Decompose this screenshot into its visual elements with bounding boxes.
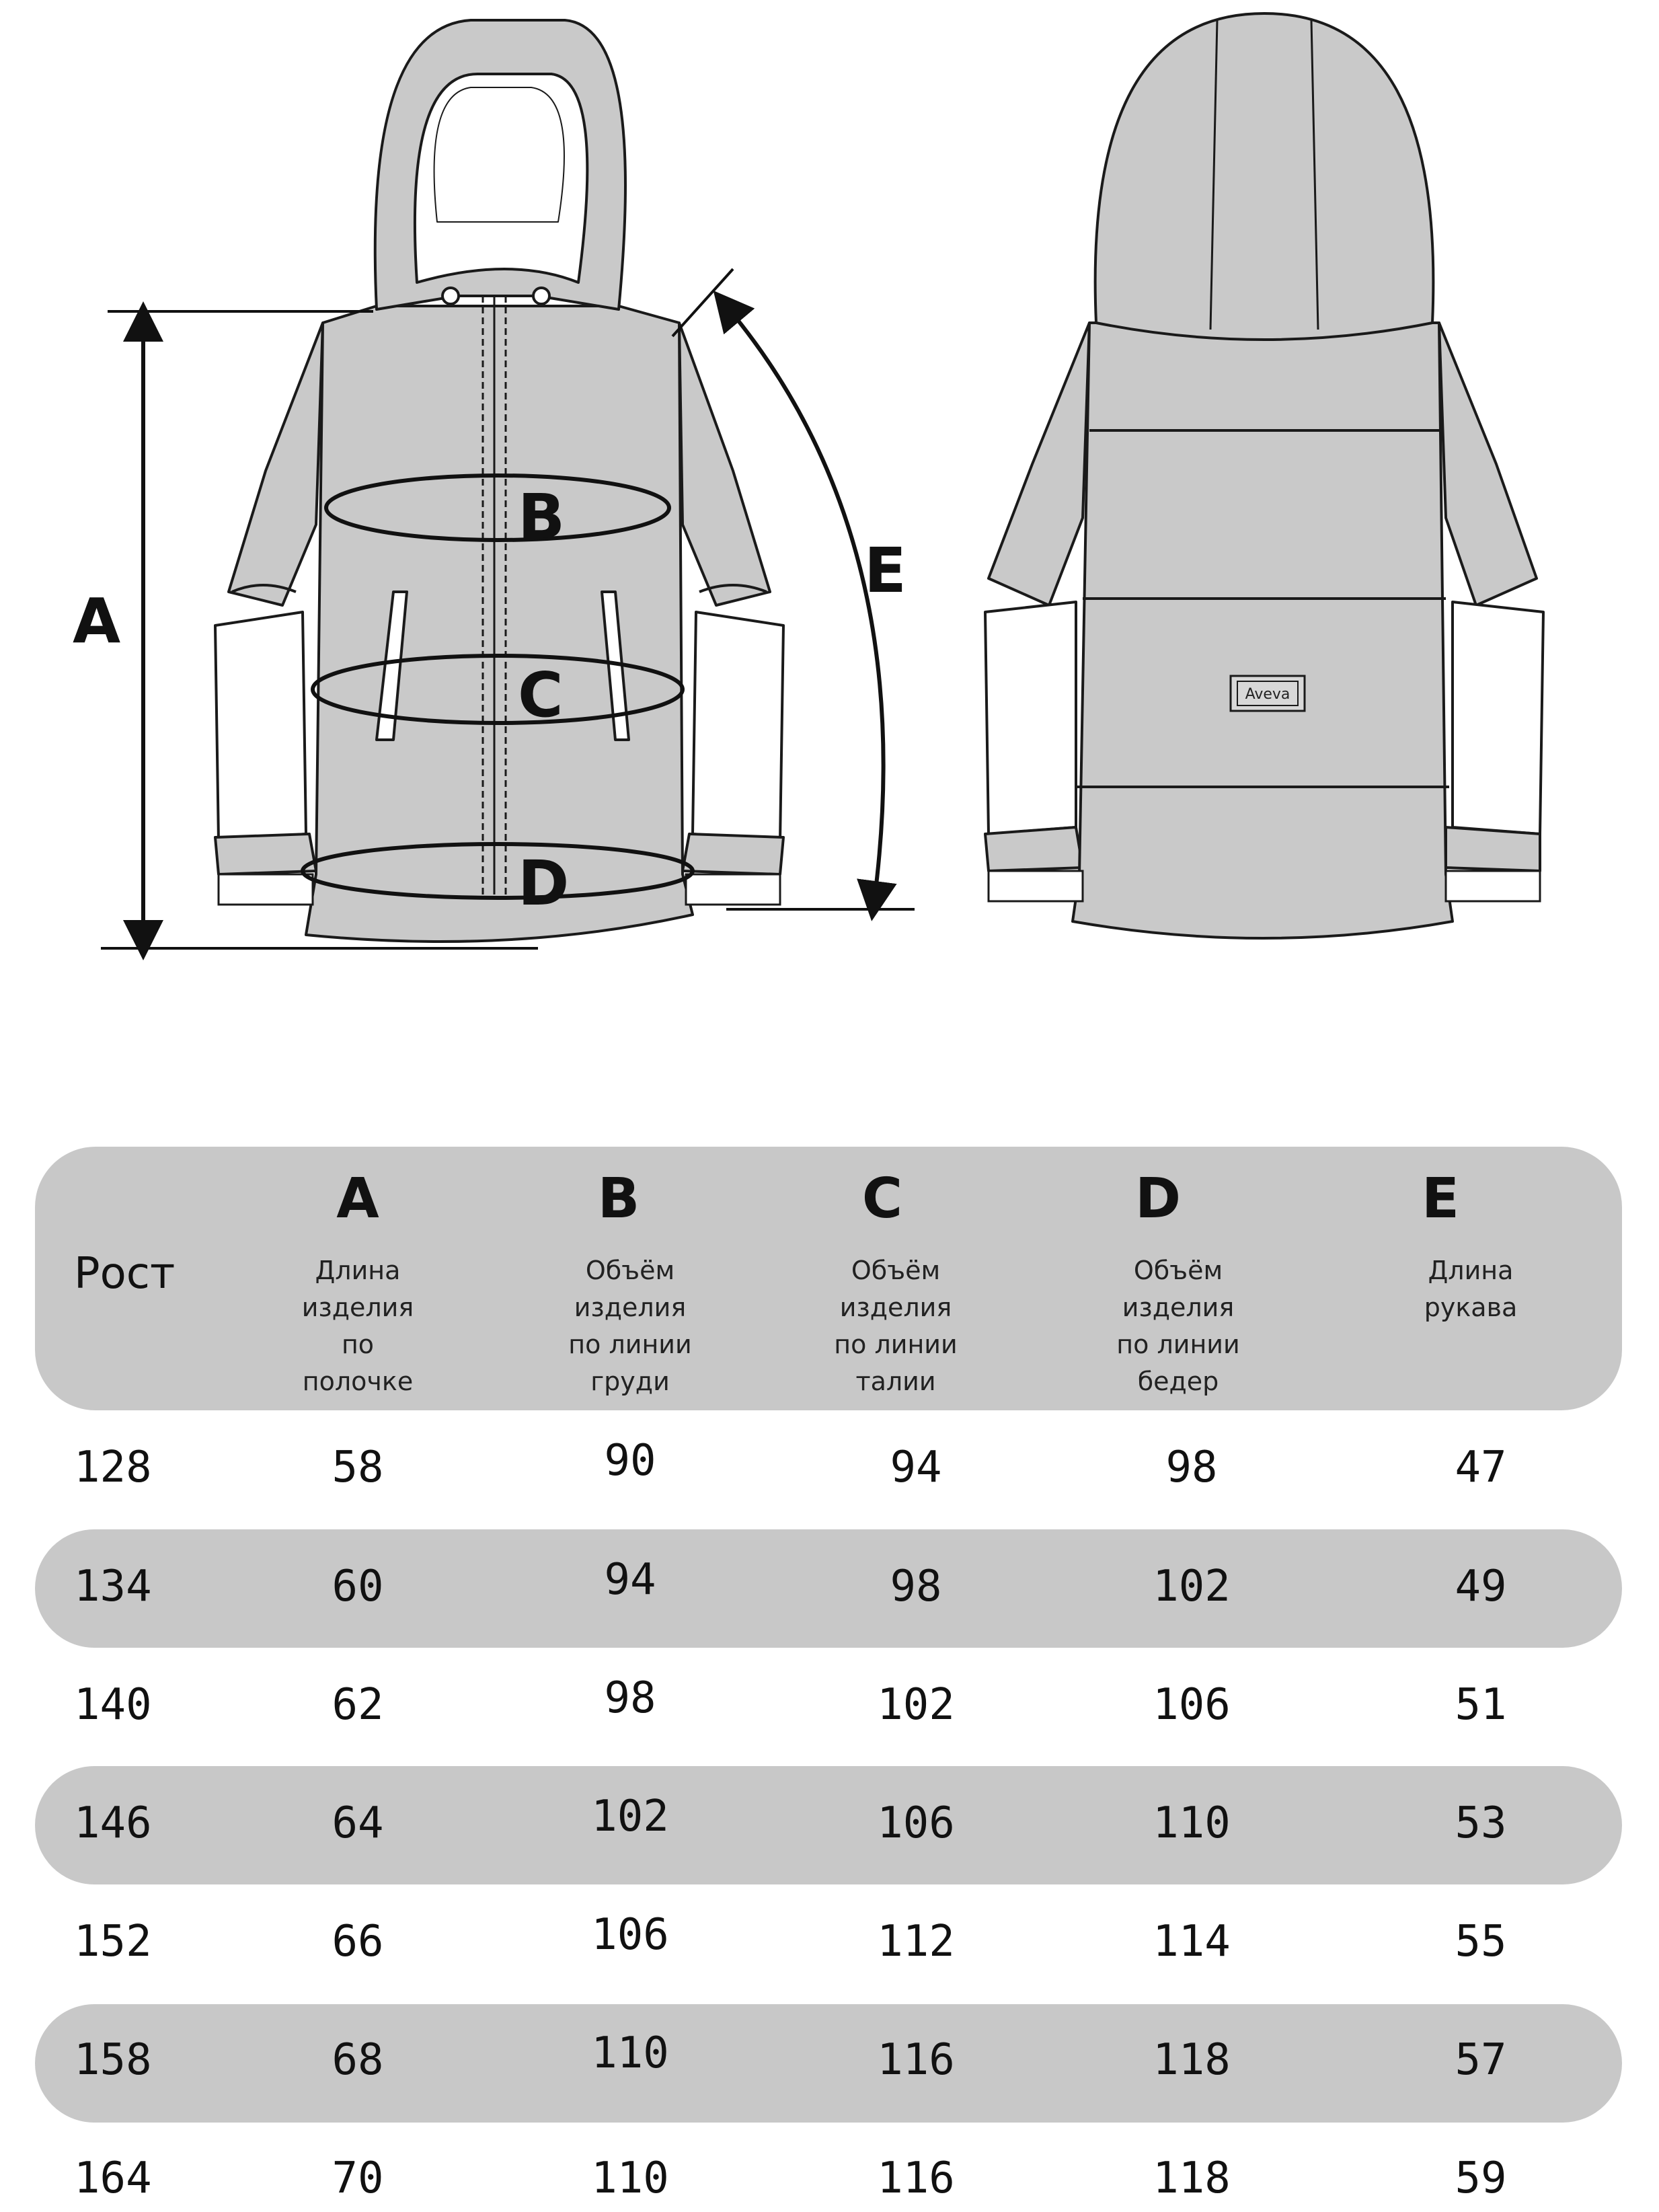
front-left-drawcord xyxy=(441,287,460,305)
cell-rost: 128 xyxy=(74,1443,152,1492)
cell-d: 102 xyxy=(1153,1562,1231,1611)
cell-a: 68 xyxy=(332,2035,384,2085)
cell-b: 110 xyxy=(591,2028,669,2078)
cell-rost: 134 xyxy=(74,1562,152,1611)
back-hood xyxy=(1093,12,1435,341)
front-left-cuff xyxy=(214,833,317,876)
jacket-measurement-diagram: A B C D E Aveva xyxy=(73,12,1545,960)
cell-e: 55 xyxy=(1455,1917,1507,1967)
front-left-pocket xyxy=(375,590,408,741)
cell-a: 60 xyxy=(332,1562,384,1611)
cell-b: 110 xyxy=(591,2153,669,2203)
row-band-146 xyxy=(35,1766,1622,1884)
cell-rost: 158 xyxy=(74,2035,152,2085)
back-right-sleeve xyxy=(1438,321,1538,607)
col-e-letter: E xyxy=(1421,1167,1459,1231)
front-left-sleeve-tie xyxy=(231,584,297,593)
cell-e: 51 xyxy=(1455,1680,1507,1730)
col-b-letter: B xyxy=(597,1167,640,1231)
row-band-134 xyxy=(35,1529,1622,1648)
cell-c: 116 xyxy=(877,2035,955,2085)
cell-a: 64 xyxy=(332,1798,384,1848)
cell-c: 98 xyxy=(890,1562,942,1611)
cell-d: 114 xyxy=(1153,1917,1231,1967)
cell-b: 94 xyxy=(604,1555,656,1605)
label-d: D xyxy=(518,847,569,919)
jacket-front-view xyxy=(214,19,785,943)
back-hood-seam-right xyxy=(1310,20,1319,330)
back-left-sleeve xyxy=(987,321,1091,607)
cell-a: 58 xyxy=(332,1443,384,1492)
col-d-letter: D xyxy=(1134,1167,1182,1231)
cell-e: 59 xyxy=(1455,2153,1507,2203)
cell-rost: 146 xyxy=(74,1798,152,1848)
cell-b: 90 xyxy=(604,1436,656,1486)
cell-e: 53 xyxy=(1455,1798,1507,1848)
front-left-sleeve xyxy=(227,321,324,607)
front-right-lower-sleeve xyxy=(691,611,785,842)
measurement-lines xyxy=(101,268,915,960)
back-right-cuff xyxy=(1444,826,1541,872)
front-left-lower-sleeve xyxy=(214,611,307,842)
cell-d: 118 xyxy=(1153,2035,1231,2085)
back-left-cuff xyxy=(984,826,1084,872)
cell-c: 112 xyxy=(877,1917,955,1967)
label-c: C xyxy=(518,659,564,731)
cell-d: 98 xyxy=(1165,1443,1218,1492)
front-right-sleeve xyxy=(678,321,771,607)
cell-b: 106 xyxy=(591,1910,669,1960)
cell-c: 102 xyxy=(877,1680,955,1730)
cell-c: 94 xyxy=(890,1443,942,1492)
cell-d: 118 xyxy=(1153,2153,1231,2203)
front-right-drawcord xyxy=(532,287,551,305)
cell-c: 116 xyxy=(877,2153,955,2203)
cell-a: 66 xyxy=(332,1917,384,1967)
measure-c-ellipse xyxy=(311,654,685,725)
rost-header: Рост xyxy=(74,1249,176,1299)
cell-e: 57 xyxy=(1455,2035,1507,2085)
cell-a: 62 xyxy=(332,1680,384,1730)
row-band-158 xyxy=(35,2004,1622,2123)
col-a-letter: A xyxy=(336,1167,379,1231)
cell-c: 106 xyxy=(877,1798,955,1848)
col-c-letter: C xyxy=(861,1167,903,1231)
front-right-cuff xyxy=(681,833,785,876)
measure-e-arc xyxy=(713,291,897,921)
front-right-pocket xyxy=(601,590,630,741)
cell-b: 102 xyxy=(591,1792,669,1841)
cell-a: 70 xyxy=(332,2153,384,2203)
label-b: B xyxy=(518,481,565,553)
measure-d-ellipse xyxy=(301,842,695,900)
jacket-back-view xyxy=(984,12,1545,940)
back-body xyxy=(1071,321,1454,940)
cell-rost: 140 xyxy=(74,1680,152,1730)
cell-b: 98 xyxy=(604,1673,656,1723)
cell-rost: 152 xyxy=(74,1917,152,1967)
back-right-lower-sleeve xyxy=(1451,601,1545,835)
measure-e-top-guide xyxy=(671,268,734,338)
cell-d: 106 xyxy=(1153,1680,1231,1730)
cell-e: 47 xyxy=(1455,1443,1507,1492)
cell-d: 110 xyxy=(1153,1798,1231,1848)
back-left-lower-sleeve xyxy=(984,601,1077,835)
measure-b-ellipse xyxy=(324,473,671,542)
label-e: E xyxy=(864,535,906,607)
label-a: A xyxy=(73,585,120,657)
cell-e: 49 xyxy=(1455,1562,1507,1611)
back-cuff-ribbing xyxy=(987,870,1541,903)
back-logo-text: Aveva xyxy=(1245,686,1290,703)
back-hood-seam-left xyxy=(1209,20,1219,330)
front-hood-inner xyxy=(433,87,565,223)
back-logo-patch: Aveva xyxy=(1229,675,1306,712)
cell-rost: 164 xyxy=(74,2153,152,2203)
front-body xyxy=(305,305,694,943)
